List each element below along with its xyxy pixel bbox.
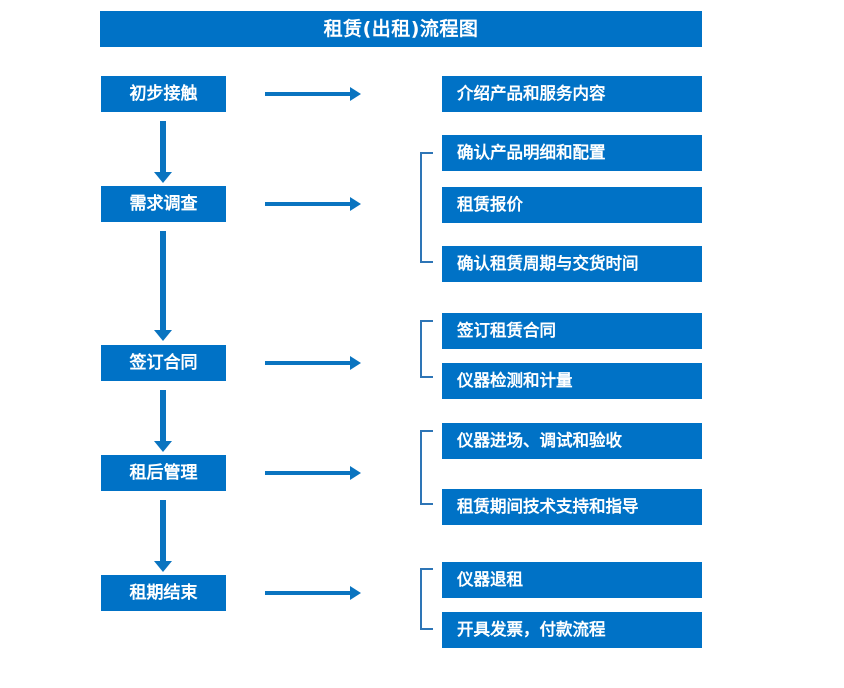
detail-box-3[interactable]: 租赁报价 (442, 187, 702, 223)
detail-label-4: 确认租赁周期与交货时间 (457, 253, 639, 273)
stage-label-4: 租后管理 (129, 462, 198, 483)
chart-title-banner: 租赁(出租)流程图 (100, 11, 702, 47)
right-arrow-icon-1 (265, 87, 361, 101)
down-arrow-icon-3 (154, 390, 172, 452)
right-arrow-icon-4 (265, 466, 361, 480)
detail-label-2: 确认产品明细和配置 (457, 142, 606, 162)
down-arrow-icon-1 (154, 121, 172, 183)
stage-label-3: 签订合同 (129, 352, 198, 373)
detail-label-5: 签订租赁合同 (457, 320, 556, 340)
right-arrow-icon-5 (265, 586, 361, 600)
down-arrow-icon-4 (154, 500, 172, 572)
detail-box-10[interactable]: 开具发票，付款流程 (442, 612, 702, 648)
detail-box-6[interactable]: 仪器检测和计量 (442, 363, 702, 399)
stage-label-5: 租期结束 (129, 582, 198, 603)
detail-box-7[interactable]: 仪器进场、调试和验收 (442, 423, 702, 459)
down-arrow-icon-2 (154, 231, 172, 341)
stage-box-1[interactable]: 初步接触 (101, 76, 226, 112)
stage-box-4[interactable]: 租后管理 (101, 455, 226, 491)
detail-label-9: 仪器退租 (457, 569, 523, 589)
detail-box-4[interactable]: 确认租赁周期与交货时间 (442, 246, 702, 282)
detail-box-1[interactable]: 介绍产品和服务内容 (442, 76, 702, 112)
detail-box-2[interactable]: 确认产品明细和配置 (442, 135, 702, 171)
stage-label-2: 需求调查 (129, 193, 198, 214)
detail-box-9[interactable]: 仪器退租 (442, 562, 702, 598)
group-bracket-contract (420, 320, 433, 378)
right-arrow-icon-2 (265, 197, 361, 211)
stage-box-5[interactable]: 租期结束 (101, 575, 226, 611)
detail-label-10: 开具发票，付款流程 (457, 619, 606, 639)
group-bracket-requirements (420, 152, 433, 263)
detail-label-8: 租赁期间技术支持和指导 (457, 496, 639, 516)
page-title: 租赁(出租)流程图 (323, 17, 479, 40)
right-arrow-icon-3 (265, 356, 361, 370)
group-bracket-closing (420, 568, 433, 630)
stage-box-3[interactable]: 签订合同 (101, 345, 226, 381)
detail-label-3: 租赁报价 (457, 194, 523, 214)
detail-label-6: 仪器检测和计量 (457, 370, 573, 390)
detail-label-1: 介绍产品和服务内容 (457, 83, 606, 103)
group-bracket-management (420, 430, 433, 505)
detail-label-7: 仪器进场、调试和验收 (457, 430, 622, 450)
detail-box-5[interactable]: 签订租赁合同 (442, 313, 702, 349)
stage-label-1: 初步接触 (129, 83, 198, 104)
detail-box-8[interactable]: 租赁期间技术支持和指导 (442, 489, 702, 525)
stage-box-2[interactable]: 需求调查 (101, 186, 226, 222)
